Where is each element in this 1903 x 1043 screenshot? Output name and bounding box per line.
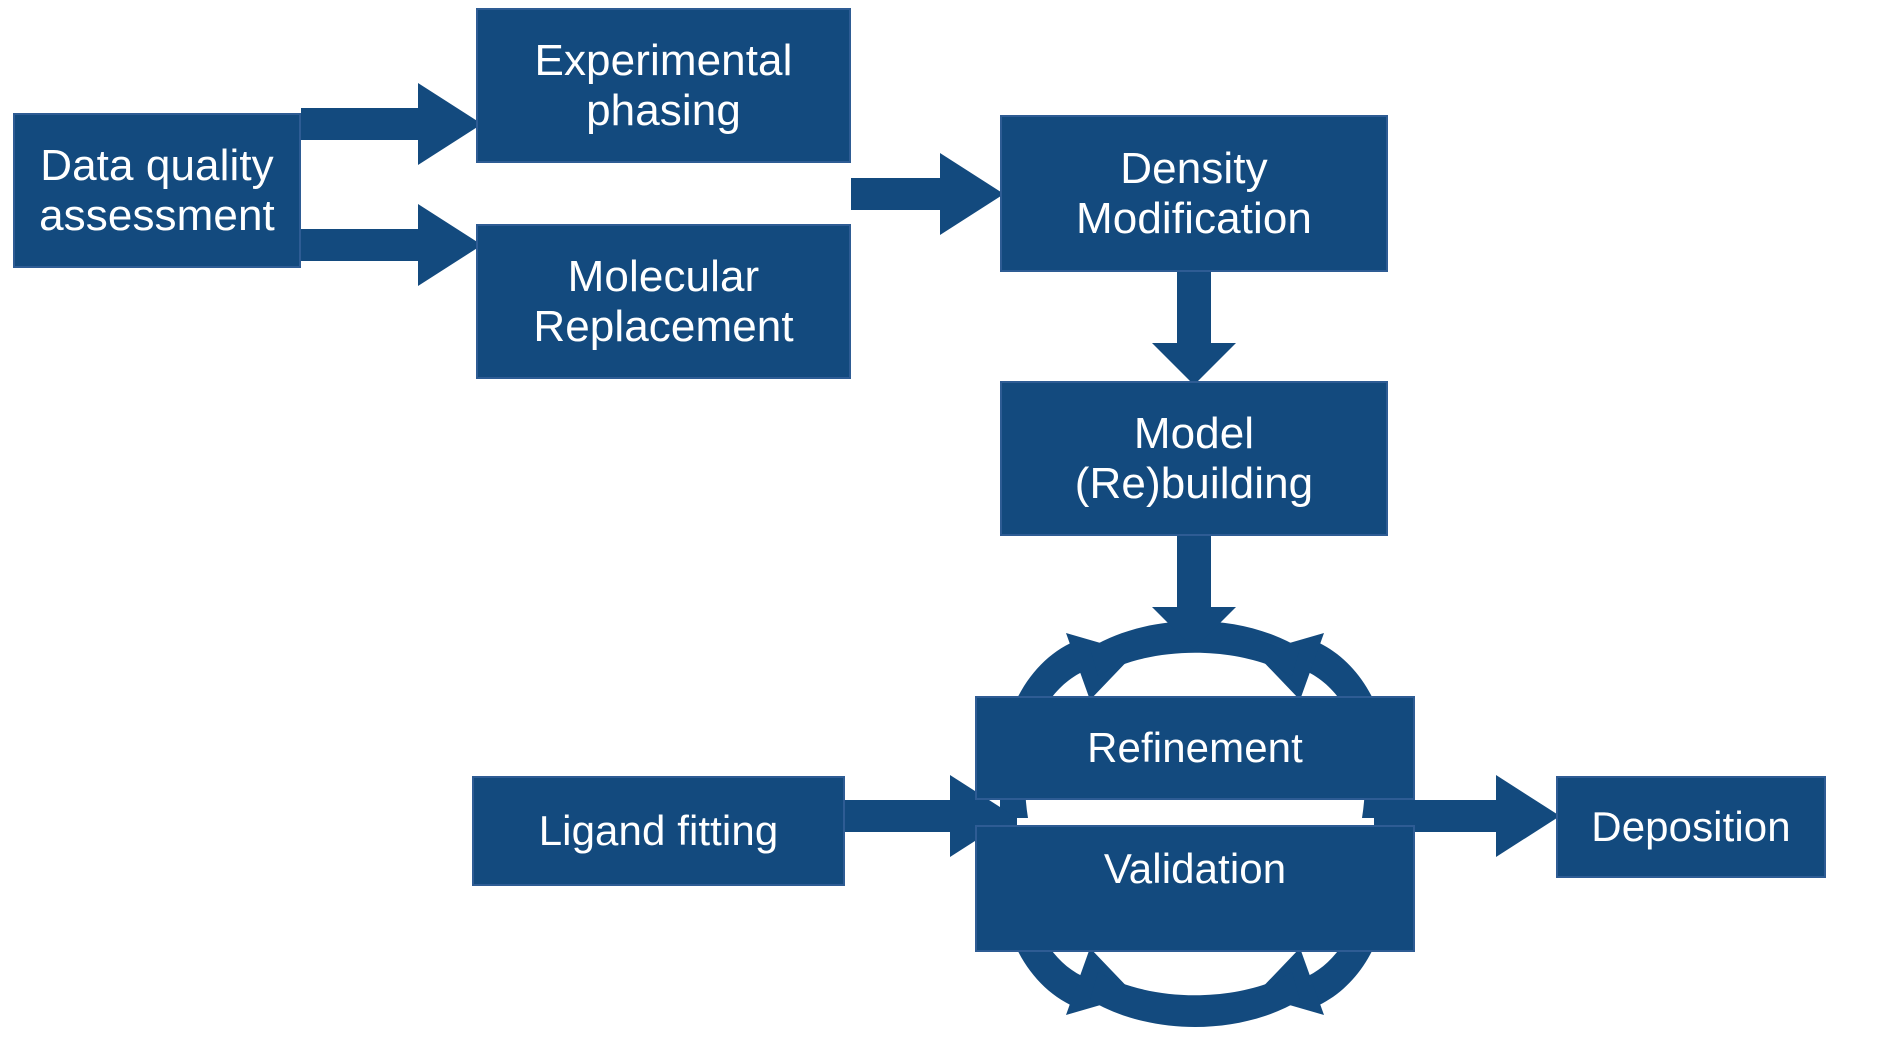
- node-molecular-replacement[interactable]: Molecular Replacement: [476, 224, 851, 379]
- node-label-ligand-fitting: Ligand fitting: [538, 807, 779, 855]
- node-label-molecular-replacement: Molecular Replacement: [533, 252, 794, 351]
- node-validation[interactable]: Validation: [975, 825, 1415, 952]
- node-label-validation: Validation: [1103, 845, 1287, 892]
- node-label-model-rebuilding: Model (Re)building: [1074, 409, 1314, 508]
- node-label-experimental-phasing: Experimental phasing: [534, 36, 793, 135]
- arrow-phasing-to-density-modification: [851, 153, 1004, 235]
- node-label-density-modification: Density Modification: [1076, 144, 1312, 243]
- node-label-refinement: Refinement: [1087, 724, 1303, 772]
- node-ligand-fitting[interactable]: Ligand fitting: [472, 776, 845, 886]
- cycle-arc-bottom-middle: [1090, 972, 1300, 1027]
- cycle-ring-right-gap: [1374, 800, 1391, 826]
- node-deposition[interactable]: Deposition: [1556, 776, 1826, 878]
- arrow-dq-to-experimental-phasing: [301, 83, 482, 165]
- cycle-arc-top-middle: [1090, 621, 1300, 676]
- node-density-modification[interactable]: Density Modification: [1000, 115, 1388, 272]
- arrow-ligand-fitting-to-cycle: [845, 775, 1014, 857]
- node-refinement[interactable]: Refinement: [975, 696, 1415, 800]
- arrow-density-modification-to-model: [1152, 272, 1236, 385]
- node-label-deposition: Deposition: [1591, 803, 1791, 851]
- arrow-dq-to-molecular-replacement: [301, 204, 482, 286]
- node-label-data-quality-assessment: Data quality assessment: [39, 141, 275, 240]
- arrow-model-to-refinement: [1152, 536, 1236, 649]
- node-model-rebuilding[interactable]: Model (Re)building: [1000, 381, 1388, 536]
- node-data-quality-assessment[interactable]: Data quality assessment: [13, 113, 301, 268]
- arrow-cycle-to-deposition: [1391, 775, 1560, 857]
- node-experimental-phasing[interactable]: Experimental phasing: [476, 8, 851, 163]
